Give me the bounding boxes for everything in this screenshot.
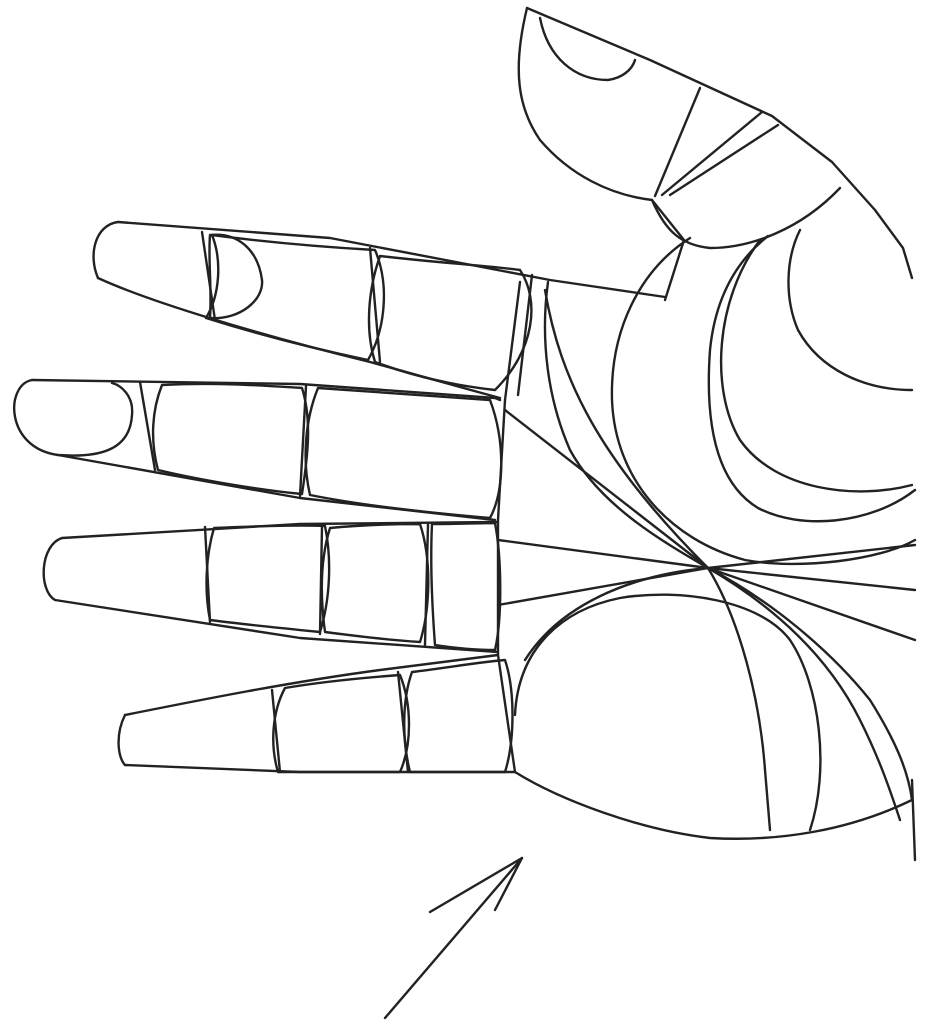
thumb-mount <box>545 230 915 568</box>
thumb <box>519 8 912 300</box>
index-fingertip <box>94 222 118 278</box>
index-phalanx-2 <box>206 235 384 360</box>
little-finger <box>119 655 515 772</box>
ring-fingertip <box>44 538 62 600</box>
thumb-outline <box>527 8 912 278</box>
palm-side-arc <box>545 282 708 568</box>
middle-finger <box>14 380 501 520</box>
palm-ray-9 <box>525 568 708 660</box>
arrow-head <box>430 858 522 912</box>
index-finger <box>94 222 665 398</box>
mount-arc-outer <box>709 236 915 521</box>
palm <box>498 282 915 860</box>
mount-arc-inner <box>788 230 912 390</box>
mount-arc-middle <box>721 240 912 491</box>
ring-phalanx-1 <box>207 526 330 632</box>
thumb-nail <box>540 18 635 80</box>
little-phalanx-1 <box>273 675 409 772</box>
middle-finger-bottom-edge <box>58 455 495 520</box>
index-phalanx-3 <box>369 256 531 390</box>
index-joint-crease-c <box>518 275 532 395</box>
ring-phalanx-2 <box>322 524 429 642</box>
ring-phalanx-3 <box>431 523 500 650</box>
palm-wrist-edge <box>912 780 915 860</box>
middle-phalanx-1 <box>153 384 308 494</box>
ring-finger <box>44 522 501 652</box>
palm-ray-10 <box>545 290 708 568</box>
thumb-crease-3 <box>670 125 778 195</box>
thumb-base-joint <box>652 188 840 248</box>
index-finger-top-edge <box>118 222 665 297</box>
thumb-crease-2 <box>662 112 762 195</box>
little-phalanx-2 <box>404 660 512 772</box>
thumb-inner-edge <box>519 8 684 300</box>
arrow-shaft <box>385 858 522 1018</box>
palm-heel-edge <box>515 772 912 839</box>
pointer-arrow <box>385 858 522 1018</box>
little-fingertip <box>119 715 125 765</box>
ring-joint-crease-b <box>320 526 322 634</box>
middle-fingertip <box>14 380 132 456</box>
middle-phalanx-2 <box>306 388 502 518</box>
palm-ray-3 <box>498 568 708 605</box>
